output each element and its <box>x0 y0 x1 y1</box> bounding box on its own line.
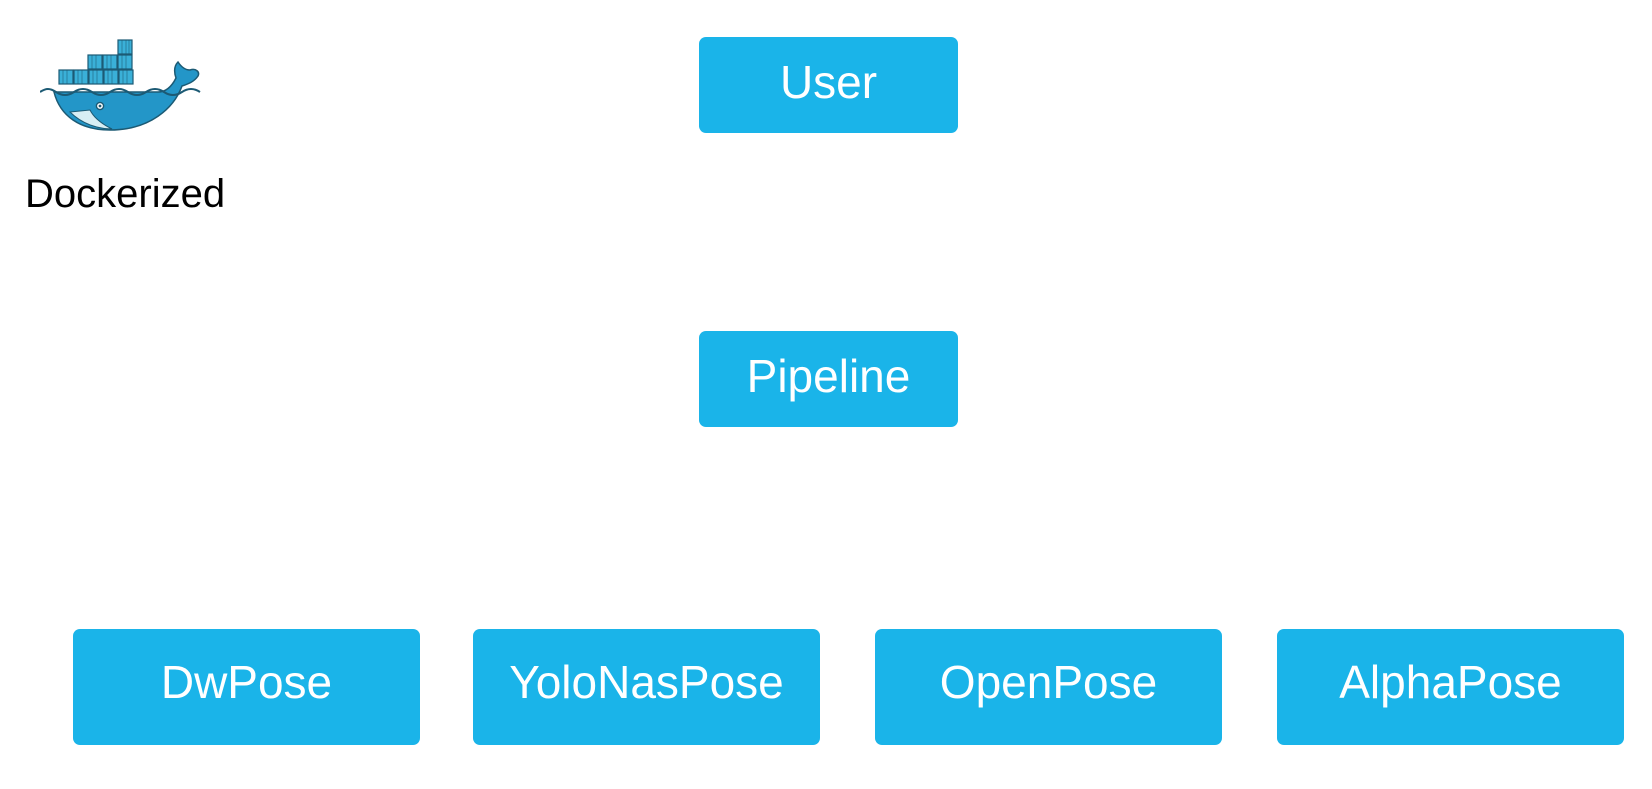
model-node-label: YoloNasPose <box>509 656 784 708</box>
user-node-label: User <box>779 56 878 108</box>
model-node-label: DwPose <box>160 656 333 708</box>
logo-caption: Dockerized <box>25 172 226 216</box>
user-node: User <box>699 37 958 133</box>
docker-whale-icon <box>40 39 201 131</box>
model-node-label: OpenPose <box>939 656 1158 708</box>
pipeline-node: Pipeline <box>699 331 958 427</box>
pipeline-node-label: Pipeline <box>746 350 911 402</box>
model-node-label: AlphaPose <box>1339 656 1562 708</box>
model-node-yolonaspose: YoloNasPose <box>473 629 820 745</box>
model-node-dwpose: DwPose <box>73 629 420 745</box>
model-node-openpose: OpenPose <box>875 629 1222 745</box>
model-node-alphapose: AlphaPose <box>1277 629 1624 745</box>
